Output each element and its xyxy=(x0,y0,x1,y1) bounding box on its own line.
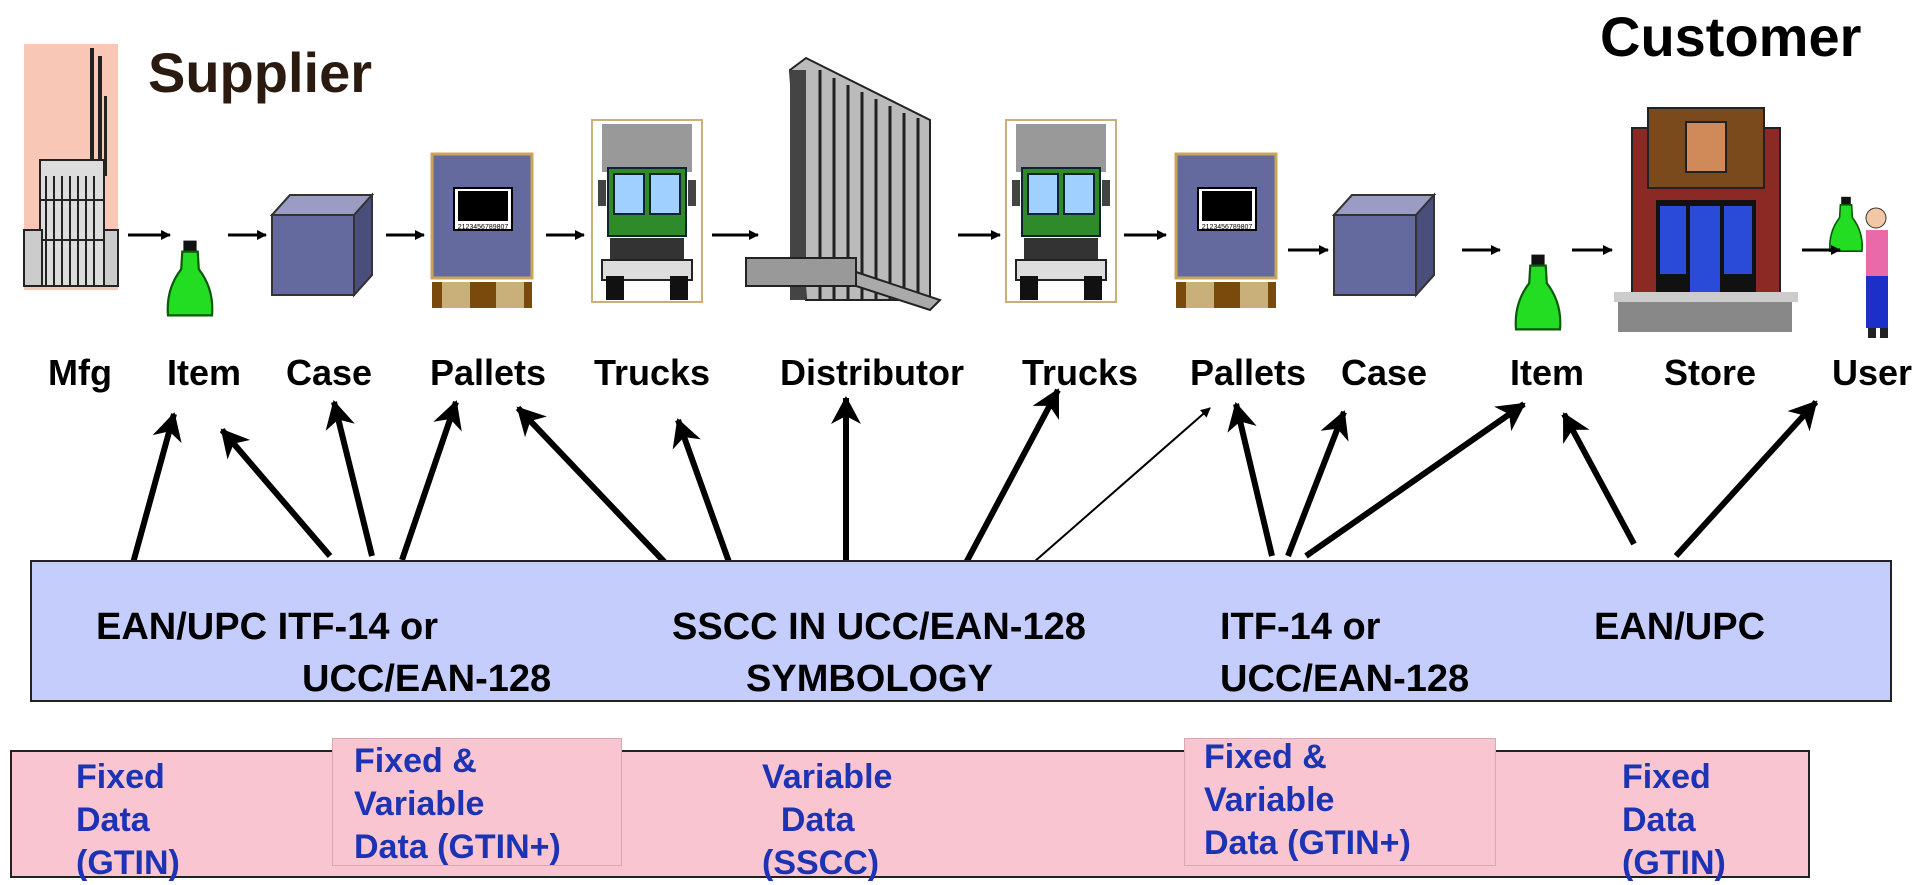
user-person-icon xyxy=(1829,196,1888,338)
symbology-center-line-2: SYMBOLOGY xyxy=(746,658,994,700)
truck-icon xyxy=(1005,119,1117,303)
stage-label-case-2: Case xyxy=(1340,352,1428,393)
bottle-icon xyxy=(166,239,214,317)
stage-label-item: Item xyxy=(166,352,242,393)
stage-label-case: Case xyxy=(285,352,373,393)
symbology-pointer-arrows xyxy=(127,388,1819,578)
stage-label-trucks: Trucks xyxy=(593,352,711,393)
flow-arrows xyxy=(128,230,1841,255)
case-box-icon xyxy=(1333,194,1435,296)
stage-label-store: Store xyxy=(1663,352,1757,393)
stage-label-pallets-2: Pallets xyxy=(1189,352,1307,393)
data-type-fixed-left: Fixed Data (GTIN) xyxy=(76,758,180,882)
symbology-left-line-1: EAN/UPC ITF-14 or xyxy=(96,606,439,648)
bottle-icon xyxy=(1514,253,1562,331)
symbology-right-line-1: ITF-14 or xyxy=(1220,606,1381,648)
stage-label-item-2: Item xyxy=(1509,352,1585,393)
truck-icon xyxy=(591,119,703,303)
symbology-band: EAN/UPC ITF-14 or UCC/EAN-128 SSCC IN UC… xyxy=(30,560,1892,702)
stage-label-trucks-2: Trucks xyxy=(1021,352,1139,393)
symbology-right-line-2: UCC/EAN-128 xyxy=(1220,658,1470,700)
data-type-variable: Variable Data (SSCC) xyxy=(762,758,893,882)
data-box-gtin-plus-right xyxy=(1184,738,1496,866)
data-type-fixed-right: Fixed Data (GTIN) xyxy=(1622,758,1726,882)
stage-label-mfg: Mfg xyxy=(48,352,112,393)
distributor-building-icon xyxy=(745,56,942,312)
pallet-icon xyxy=(430,152,534,310)
stage-label-user: User xyxy=(1831,352,1913,393)
pallet-icon xyxy=(1174,152,1278,310)
symbology-far-right: EAN/UPC xyxy=(1594,606,1766,648)
data-box-gtin-plus-left xyxy=(332,738,622,866)
data-type-fixed-variable-left: Fixed & Variable Data (GTIN+) xyxy=(354,742,561,866)
stage-label-pallets: Pallets xyxy=(429,352,547,393)
store-icon xyxy=(1614,107,1798,332)
symbology-center-line-1: SSCC IN UCC/EAN-128 xyxy=(672,606,1086,648)
data-type-fixed-variable-right: Fixed & Variable Data (GTIN+) xyxy=(1204,738,1411,862)
customer-title: Customer xyxy=(1600,5,1862,68)
case-box-icon xyxy=(271,194,373,296)
symbology-left-line-2: UCC/EAN-128 xyxy=(302,658,552,700)
factory-icon xyxy=(23,44,119,290)
supplier-title: Supplier xyxy=(148,41,373,104)
data-type-band xyxy=(10,750,1810,878)
stage-label-distributor: Distributor xyxy=(780,352,964,393)
